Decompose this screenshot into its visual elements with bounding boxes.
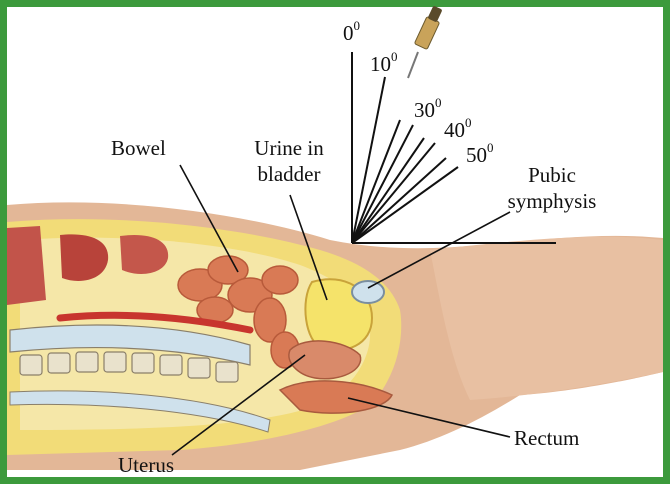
thigh bbox=[430, 237, 663, 400]
angle-lines bbox=[352, 52, 556, 243]
label-urine-in-bladder: Urine in bladder bbox=[246, 138, 332, 185]
label-rectum: Rectum bbox=[514, 428, 579, 449]
label-pubic-line1: Pubic bbox=[502, 165, 602, 186]
angle-label-30: 300 bbox=[414, 100, 442, 121]
label-urine-line1: Urine in bbox=[246, 138, 332, 159]
angle-line-30 bbox=[352, 125, 413, 243]
angle-label-0: 00 bbox=[343, 23, 360, 44]
label-uterus: Uterus bbox=[118, 455, 174, 476]
angle-label-10: 100 bbox=[370, 54, 398, 75]
fan-1 bbox=[352, 120, 400, 243]
angle-label-40: 400 bbox=[444, 120, 472, 141]
label-urine-line2: bladder bbox=[246, 164, 332, 185]
label-pubic-line2: symphysis bbox=[502, 191, 602, 212]
muscle-left bbox=[7, 226, 46, 305]
label-bowel: Bowel bbox=[111, 138, 166, 159]
label-pubic-symphysis: Pubic symphysis bbox=[502, 165, 602, 212]
angle-label-50: 500 bbox=[466, 145, 494, 166]
syringe-icon bbox=[408, 6, 442, 78]
pubic-bone bbox=[352, 281, 384, 303]
